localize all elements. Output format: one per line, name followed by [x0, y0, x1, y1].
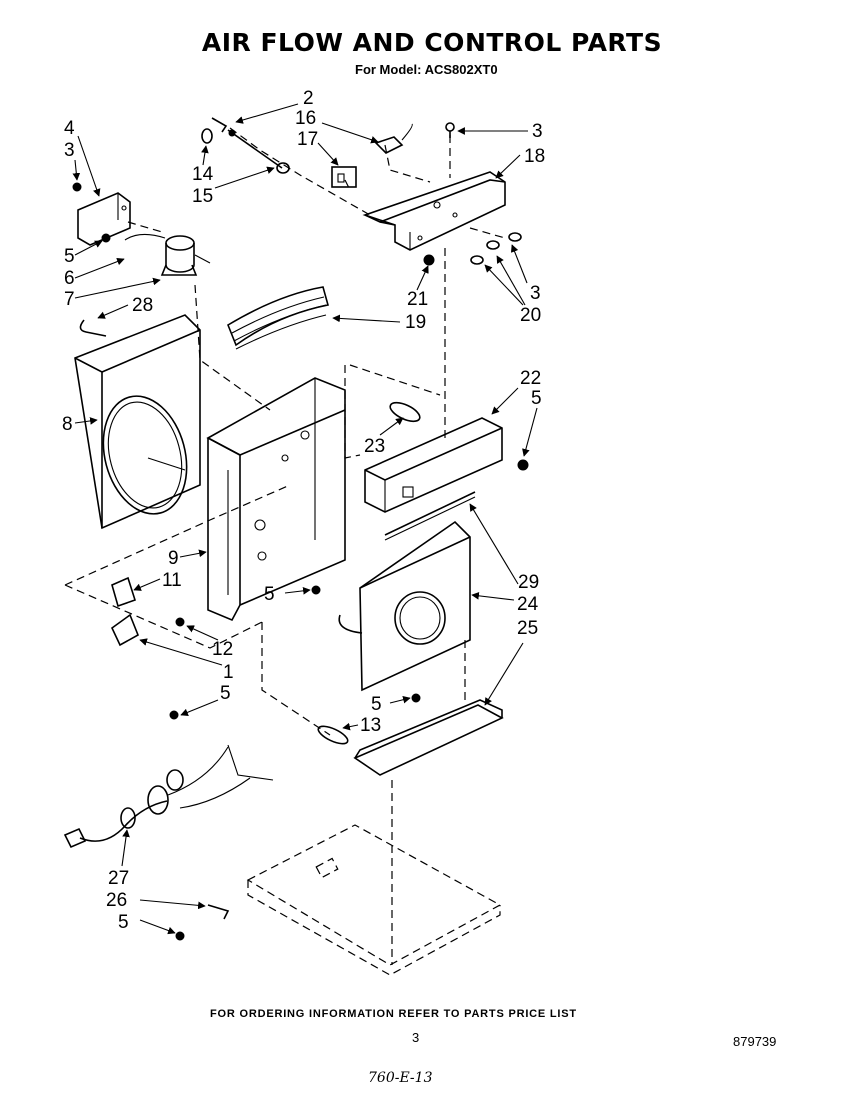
control-bracket-part-18: [362, 171, 506, 251]
part-21-nut: [423, 254, 435, 266]
callout-25: 25: [517, 618, 538, 639]
mount-bracket-part-4: [77, 192, 131, 246]
callout-numbers: 2 16 17 3 18 4 3 14 15 5 6 7 28 19 3 21 …: [62, 88, 545, 933]
callout-24: 24: [517, 594, 539, 615]
part-12-screw: [175, 617, 185, 627]
callout-8: 8: [62, 414, 73, 435]
part-5-screw-frame: [311, 585, 321, 595]
callout-5-base: 5: [118, 912, 129, 933]
diagram-title: AIR FLOW AND CONTROL PARTS: [201, 28, 663, 57]
part-16-switch: [374, 123, 413, 154]
callout-20: 20: [520, 305, 541, 326]
callout-5-motor: 5: [64, 246, 75, 267]
callout-3-right: 3: [530, 283, 541, 304]
part-14-bushing: [201, 128, 213, 144]
callout-16: 16: [295, 108, 316, 129]
callout-1: 1: [223, 662, 234, 683]
callout-7: 7: [64, 289, 75, 310]
part-28-clip: [79, 319, 107, 337]
power-cord-part-27: [63, 744, 274, 849]
base-pan: [246, 824, 502, 976]
motor-part-6-7: [124, 233, 211, 276]
part-3-screw-top: [445, 122, 455, 138]
part-1-plate: [110, 613, 140, 647]
gasket-part-29: [384, 491, 476, 541]
callout-22: 22: [520, 368, 541, 389]
part-11-bracket: [111, 576, 136, 608]
leader-lines: [72, 103, 538, 935]
panel-part-22: [364, 417, 503, 513]
callout-17: 17: [297, 129, 318, 150]
part-23-tube: [389, 401, 421, 423]
callout-28: 28: [132, 295, 153, 316]
part-5-screw-base: [175, 931, 185, 941]
blower-housing-part-8: [74, 314, 201, 530]
part-5-screw-panel: [517, 459, 529, 471]
callout-12: 12: [212, 639, 233, 660]
part-5-screw-housing: [411, 693, 421, 703]
part-17-terminal-block: [331, 166, 357, 188]
blower-wheel-part-19: [227, 286, 330, 350]
callout-5-frame: 5: [264, 584, 275, 605]
callout-3-top: 3: [532, 121, 543, 142]
main-frame-part-9: [206, 377, 346, 622]
callout-5-housing: 5: [371, 694, 382, 715]
part-20-screws: [470, 232, 522, 265]
callout-2: 2: [303, 88, 314, 109]
callout-27: 27: [108, 868, 129, 889]
callout-5-cord: 5: [220, 683, 231, 704]
callout-13: 13: [360, 715, 381, 736]
callout-5-panel: 5: [531, 388, 542, 409]
model-subtitle: For Model: ACS802XT0: [355, 62, 498, 77]
handwritten-note: 760-E-13: [368, 1070, 433, 1086]
callout-18: 18: [524, 146, 545, 167]
ordering-note: FOR ORDERING INFORMATION REFER TO PARTS …: [210, 1008, 577, 1020]
callout-19: 19: [405, 312, 426, 333]
part-5-screw-motor: [101, 233, 111, 243]
callout-6: 6: [64, 268, 75, 289]
callout-9: 9: [168, 548, 179, 569]
part-15-shaft: [227, 129, 290, 174]
part-13-tube: [317, 725, 349, 745]
page-number: 3: [412, 1030, 420, 1045]
callout-21: 21: [407, 289, 428, 310]
front-housing-part-24: [338, 520, 471, 692]
part-3-screw-left: [72, 182, 82, 192]
part-26-clip: [207, 904, 230, 920]
callout-4: 4: [64, 118, 75, 139]
callout-14: 14: [192, 164, 214, 185]
callout-23: 23: [364, 436, 385, 457]
callout-11: 11: [162, 570, 182, 591]
drip-tray-part-25: [353, 699, 504, 776]
part-5-screw-cord: [169, 710, 179, 720]
part-2-clip: [211, 117, 228, 133]
document-number: 879739: [733, 1034, 777, 1049]
callout-3-left: 3: [64, 140, 75, 161]
callout-15: 15: [192, 186, 213, 207]
callout-29: 29: [518, 572, 539, 593]
callout-26: 26: [106, 890, 127, 911]
